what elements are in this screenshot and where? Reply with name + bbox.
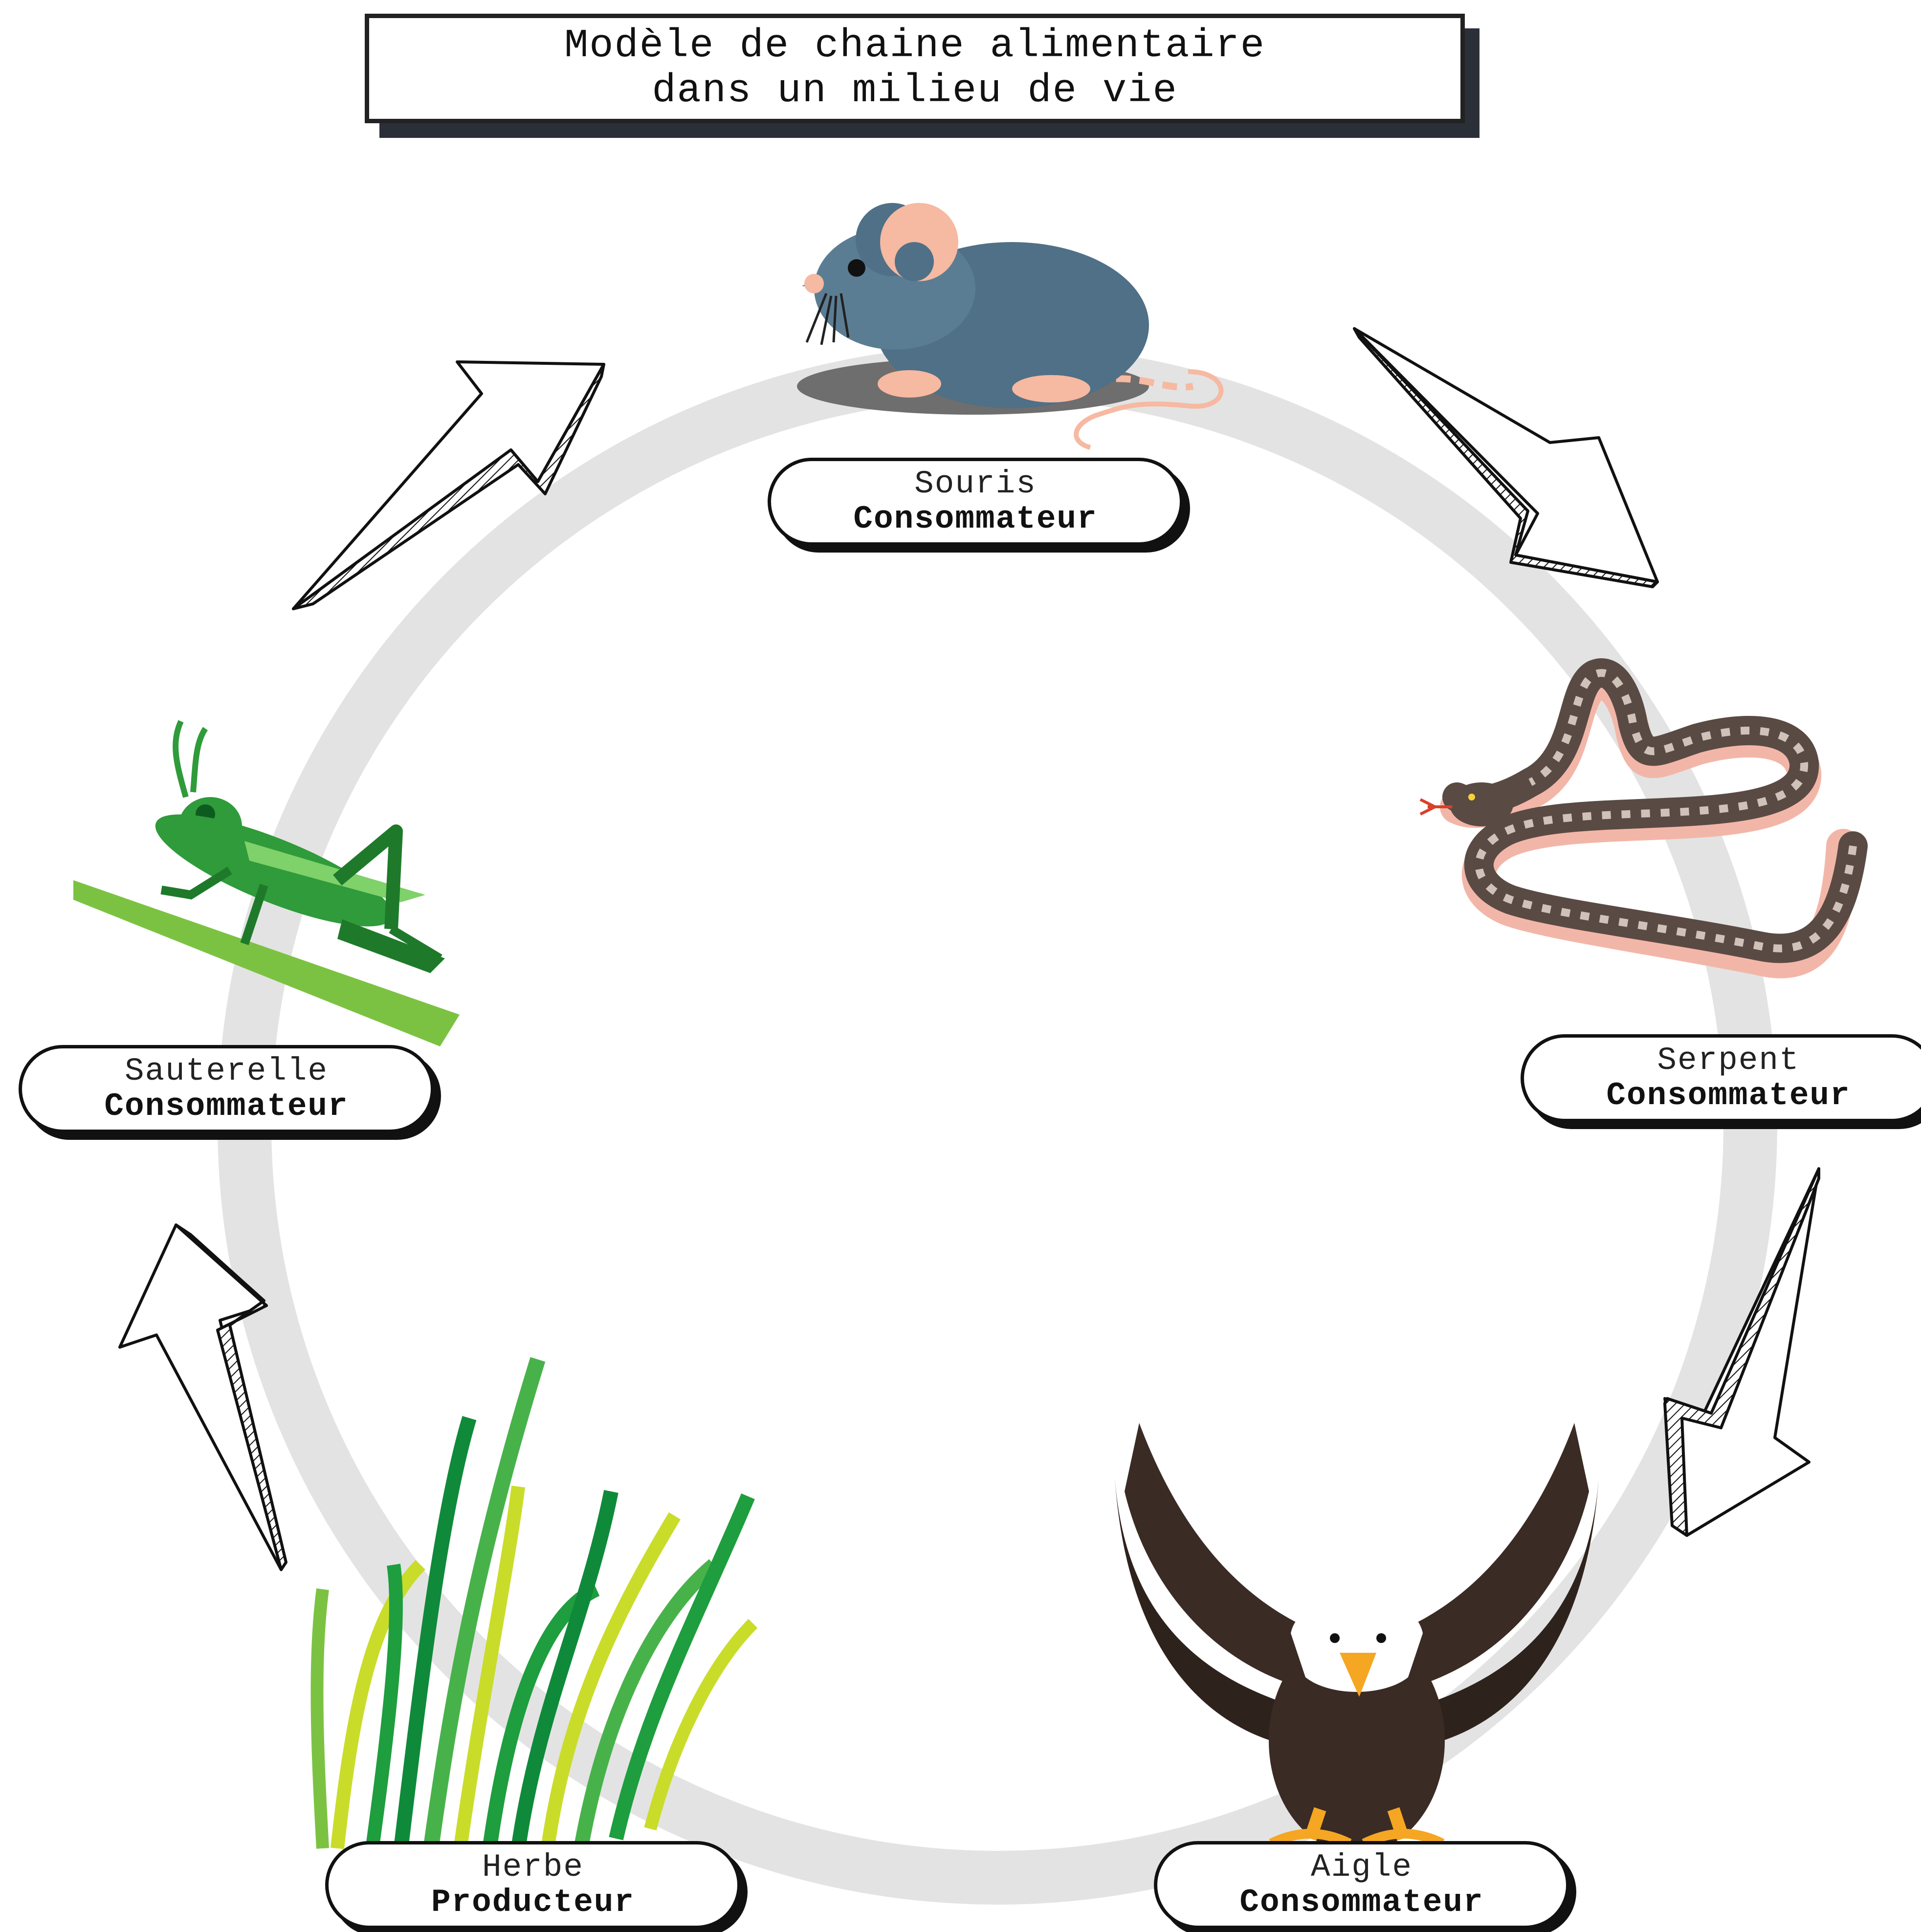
snake-icon: [1419, 658, 1868, 978]
grasshopper-icon: [73, 720, 460, 1046]
diagram-title: Modèle de chaine alimentaire dans un mil…: [365, 14, 1465, 123]
mouse-icon: [797, 203, 1224, 450]
eagle-icon: [1115, 1423, 1599, 1853]
node-label-aigle: Aigle Consommateur: [1154, 1841, 1569, 1929]
node-role: Consommateur: [1606, 1077, 1851, 1114]
arrow-herbe-to-sauterelle: [118, 1223, 287, 1571]
title-line-1: Modèle de chaine alimentaire: [564, 23, 1265, 68]
node-name: Souris: [914, 466, 1037, 502]
node-name: Sauterelle: [124, 1053, 329, 1089]
node-name: Aigle: [1310, 1849, 1413, 1886]
arrow-sauterelle-to-souris: [292, 360, 605, 610]
node-label-serpent: Serpent Consommateur: [1521, 1034, 1921, 1122]
node-label-sauterelle: Sauterelle Consommateur: [19, 1045, 434, 1133]
node-role: Producteur: [431, 1884, 635, 1921]
arrow-serpent-to-aigle: [1663, 1167, 1820, 1537]
node-role: Consommateur: [1239, 1884, 1484, 1921]
node-label-souris: Souris Consommateur: [768, 458, 1183, 546]
node-label-herbe: Herbe Producteur: [325, 1841, 741, 1929]
node-role: Consommateur: [104, 1088, 349, 1125]
node-name: Serpent: [1657, 1042, 1800, 1079]
grass-icon: [310, 1357, 758, 1855]
node-role: Consommateur: [853, 501, 1098, 537]
arrow-souris-to-serpent: [1353, 327, 1659, 588]
node-name: Herbe: [482, 1849, 584, 1886]
title-line-2: dans un milieu de vie: [652, 68, 1178, 113]
